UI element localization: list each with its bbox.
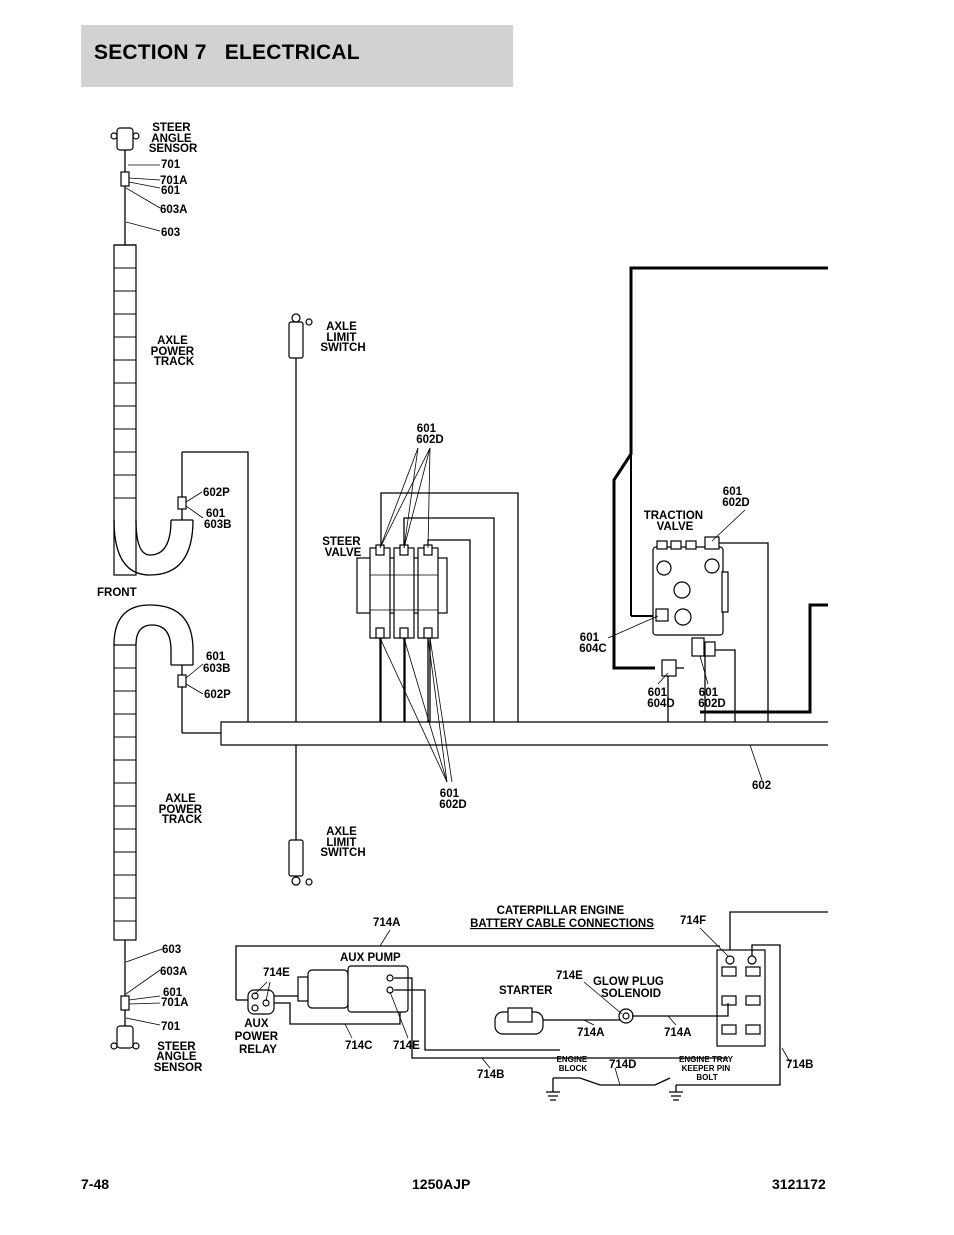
label-714f: 714F — [680, 915, 706, 927]
label-steer-valve-wires-bot: 601 602D — [439, 788, 467, 811]
label-714b-left: 714B — [477, 1069, 505, 1081]
label-steer-angle-sensor-bot: STEER ANGLE SENSOR — [154, 1041, 203, 1074]
label-601-602d: 601 602D — [698, 687, 726, 710]
label-601-701a-bot: 601 701A — [161, 987, 189, 1009]
label-axle-power-track-bot: AXLE POWER TRACK — [159, 793, 206, 826]
label-steer-angle-sensor-top: STEER ANGLE SENSOR — [149, 122, 198, 155]
label-steer-valve: STEER VALVE — [322, 536, 364, 559]
label-602: 602 — [752, 780, 771, 792]
label-axle-limit-switch-top: AXLE LIMIT SWITCH — [320, 321, 365, 354]
label-701-top: 701 — [161, 159, 181, 171]
steer-angle-sensor-top — [110, 127, 140, 245]
label-traction-wires-top: 601 602D — [722, 486, 750, 509]
label-714e-relay: 714E — [263, 967, 290, 979]
track-connectors — [177, 451, 249, 734]
label-aux-pump: AUX PUMP — [340, 952, 401, 964]
diagram-labels: STEER ANGLE SENSOR 701 701A 601 603A 603… — [97, 122, 814, 1082]
label-714e-pump: 714E — [393, 1040, 420, 1052]
label-603a-bot: 603A — [160, 966, 188, 978]
model-number: 1250AJP — [412, 1176, 471, 1192]
steer-angle-sensor-bottom — [110, 940, 140, 1050]
label-glow-plug-solenoid: GLOW PLUG SOLENOID — [593, 976, 667, 1000]
label-601-top: 601 — [161, 185, 181, 197]
page-number: 7-48 — [81, 1176, 110, 1192]
axle-limit-switch-top — [288, 313, 313, 722]
label-714a-top: 714A — [373, 917, 401, 929]
traction-valve — [612, 266, 828, 722]
axle-power-track-top — [113, 244, 194, 576]
label-601-603b-top: 601 603B — [204, 508, 232, 531]
section-title: SECTION 7 ELECTRICAL — [94, 41, 360, 64]
label-starter: STARTER — [499, 985, 553, 997]
label-603-bot: 603 — [162, 944, 181, 956]
label-603a-top: 603A — [160, 204, 188, 216]
label-steer-valve-wires-top: 601 602D — [416, 423, 444, 446]
label-aux-power-relay: AUX POWER RELAY — [235, 1018, 282, 1056]
label-714a-right: 714A — [664, 1027, 692, 1039]
section-header: SECTION 7 ELECTRICAL — [81, 25, 513, 87]
label-714c: 714C — [345, 1040, 373, 1052]
label-caterpillar-engine: CATERPILLAR ENGINE BATTERY CABLE CONNECT… — [470, 905, 654, 930]
axle-power-track-bottom — [113, 604, 194, 941]
label-701-bot: 701 — [161, 1021, 181, 1033]
label-engine-block: ENGINE BLOCK — [557, 1055, 590, 1073]
label-601-604d: 601 604D — [647, 687, 675, 710]
label-602p-top: 602P — [203, 487, 230, 499]
label-axle-limit-switch-bot: AXLE LIMIT SWITCH — [320, 826, 365, 859]
label-601-604c: 601 604C — [579, 632, 607, 655]
document-number: 3121172 — [772, 1176, 826, 1192]
label-602p-bot: 602P — [204, 689, 231, 701]
label-714d: 714D — [609, 1059, 637, 1071]
label-603-top: 603 — [161, 227, 180, 239]
leader-lines — [125, 164, 763, 1026]
label-714a-left: 714A — [577, 1027, 605, 1039]
label-engine-tray: ENGINE TRAY KEEPER PIN BOLT — [679, 1055, 735, 1082]
label-714b-right: 714B — [786, 1059, 814, 1071]
main-harness — [220, 721, 828, 746]
label-axle-power-track-top: AXLE POWER TRACK — [151, 335, 198, 368]
steer-valve — [356, 447, 519, 783]
label-front: FRONT — [97, 587, 137, 599]
label-714e-glow: 714E — [556, 970, 583, 982]
label-601-603b-bot: 601 603B — [203, 651, 231, 675]
axle-limit-switch-bottom — [288, 745, 313, 886]
label-traction-valve: TRACTION VALVE — [644, 510, 707, 533]
engine-section — [235, 911, 828, 1101]
label-701a-top: 701A — [160, 175, 188, 187]
